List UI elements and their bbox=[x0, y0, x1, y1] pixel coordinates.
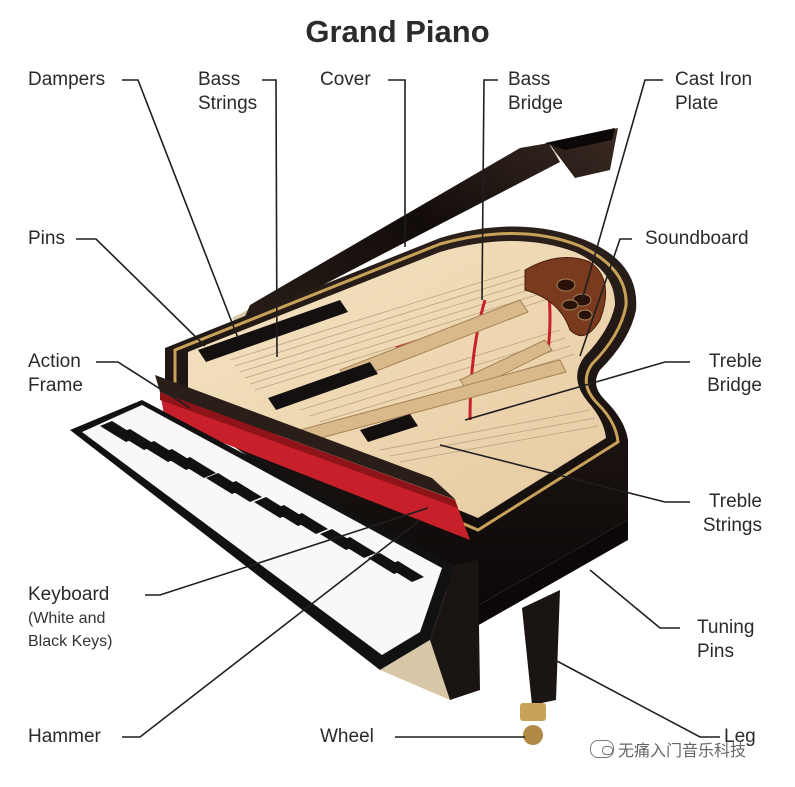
cast-iron-plate bbox=[299, 257, 607, 443]
watermark: 无痛入门音乐科技 bbox=[590, 737, 746, 761]
leader-lines bbox=[76, 79, 720, 738]
label-tuning-pins-line2: Pins bbox=[697, 641, 734, 662]
label-keyboard-sub1: (White and bbox=[28, 610, 106, 627]
label-treble-strings-line2: Strings bbox=[702, 515, 762, 536]
label-wheel: Wheel bbox=[320, 726, 374, 747]
label-cast-iron-plate-line2: Plate bbox=[675, 93, 719, 114]
label-bass-bridge: Bass Bridge bbox=[508, 68, 563, 116]
label-tuning-pins: Tuning Pins bbox=[697, 616, 754, 664]
label-bass-bridge-line2: Bridge bbox=[508, 93, 563, 114]
keyboard bbox=[70, 400, 480, 700]
treble-bridge bbox=[468, 299, 487, 421]
label-cast-iron-plate-line1: Cast Iron bbox=[675, 69, 753, 90]
label-leg: Leg bbox=[724, 726, 756, 747]
label-cover: Cover bbox=[320, 69, 371, 90]
label-treble-strings: Treble Strings bbox=[680, 490, 762, 538]
label-cast-iron-plate: Cast Iron Plate bbox=[675, 68, 752, 116]
watermark-text: 无痛入门音乐科技 bbox=[618, 743, 747, 760]
label-hammer: Hammer bbox=[28, 726, 101, 747]
action-frame bbox=[155, 375, 470, 540]
label-action-frame-line1: Action bbox=[28, 351, 81, 372]
label-treble-bridge: Treble Bridge bbox=[680, 350, 762, 398]
label-keyboard-sub2: Black Keys) bbox=[28, 633, 113, 650]
label-keyboard: Keyboard (White and Black Keys) bbox=[28, 583, 112, 653]
label-bass-strings: Bass Strings bbox=[198, 68, 257, 116]
label-bass-bridge-line1: Bass bbox=[508, 69, 551, 90]
label-action-frame-line2: Frame bbox=[28, 375, 83, 396]
label-keyboard-line1: Keyboard bbox=[28, 584, 110, 605]
label-pins: Pins bbox=[28, 228, 65, 249]
label-treble-strings-line1: Treble bbox=[708, 491, 762, 512]
label-dampers: Dampers bbox=[28, 69, 106, 90]
label-action-frame: Action Frame bbox=[28, 350, 83, 398]
label-soundboard: Soundboard bbox=[645, 228, 749, 249]
dampers bbox=[198, 300, 418, 442]
label-tuning-pins-line1: Tuning bbox=[697, 617, 755, 638]
label-treble-bridge-line1: Treble bbox=[708, 351, 762, 372]
diagram-title: Grand Piano bbox=[305, 14, 490, 49]
wheel bbox=[520, 703, 546, 745]
label-treble-bridge-line2: Bridge bbox=[707, 375, 762, 396]
label-bass-strings-line1: Bass bbox=[198, 69, 241, 90]
leg bbox=[522, 590, 560, 705]
wechat-icon bbox=[590, 740, 614, 758]
label-bass-strings-line2: Strings bbox=[198, 93, 258, 114]
piano-lid bbox=[232, 128, 618, 328]
